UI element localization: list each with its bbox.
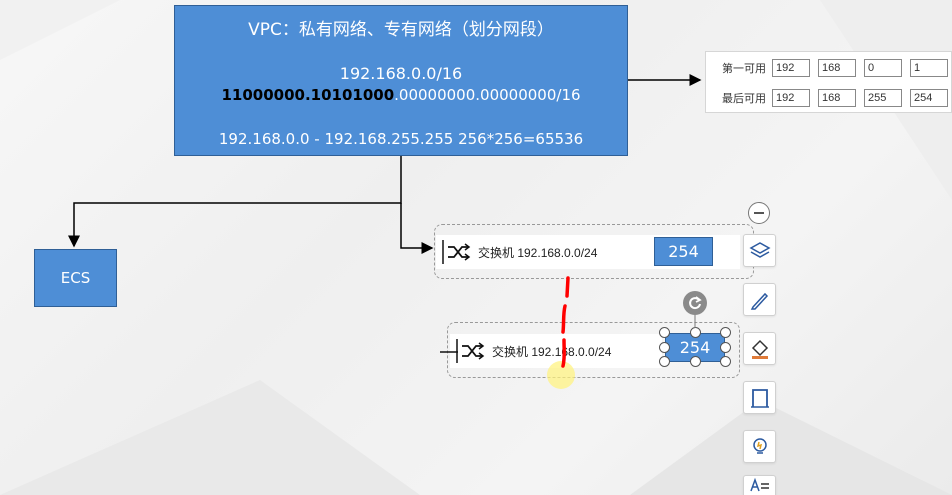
first-octet-1[interactable]: 192 [772,59,810,77]
ecs-shape[interactable]: ECS [34,249,117,307]
pen-button[interactable] [743,283,776,316]
switch-2-left-line [440,351,458,353]
fill-icon [751,339,768,359]
cursor-highlight [547,361,575,389]
pen-icon [750,292,768,310]
layers-button[interactable] [743,234,776,267]
rotate-connector [694,314,696,328]
resize-handle-e[interactable] [720,342,731,353]
resize-handle-ne[interactable] [720,327,731,338]
vpc-binary-host: .00000000.00000000/16 [394,86,581,104]
text-format-icon [749,477,769,491]
vpc-shape[interactable]: VPC：私有网络、专有网络（划分网段） 192.168.0.0/16 11000… [174,5,628,156]
resize-handle-s[interactable] [690,356,701,367]
vpc-range: 192.168.0.0 - 192.168.255.255 256*256=65… [218,130,584,148]
hosts-count-2: 254 [679,338,711,357]
resize-handle-n[interactable] [690,327,701,338]
first-octet-3[interactable]: 0 [864,59,902,77]
red-pen-annotation [561,276,570,368]
last-usable-row: 最后可用 192 168 255 254 [706,88,952,108]
last-octet-1[interactable]: 192 [772,89,810,107]
vpc-title: VPC：私有网络、专有网络（划分网段） [248,20,554,40]
switch-icon [456,339,485,363]
vpc-cidr: 192.168.0.0/16 [339,64,463,83]
last-usable-label: 最后可用 [722,93,766,105]
first-usable-row: 第一可用 192 168 0 1 [706,58,952,78]
hosts-count-1: 254 [668,242,699,261]
frame-icon [750,388,769,408]
text-format-button[interactable] [743,475,776,495]
collapse-toolbar-button[interactable] [748,202,770,224]
first-usable-label: 第一可用 [722,63,766,75]
resize-handle-nw[interactable] [659,327,670,338]
switch-group-2[interactable] [447,322,740,378]
ecs-label: ECS [60,269,91,287]
first-octet-2[interactable]: 168 [818,59,856,77]
switch-icon [442,240,471,264]
resize-handle-se[interactable] [720,356,731,367]
frame-button[interactable] [743,381,776,414]
layers-icon [748,241,771,258]
last-octet-4[interactable]: 254 [910,89,948,107]
hosts-badge-1[interactable]: 254 [654,237,713,266]
vpc-binary-network: 11000000.10101000 [221,86,395,104]
vpc-binary: 11000000.10101000.00000000.00000000/16 [175,86,627,104]
bulb-button[interactable] [743,430,776,463]
minus-icon [754,212,764,214]
switch-label-1: 交换机 192.168.0.0/24 [478,245,598,260]
rotate-handle[interactable] [683,291,707,315]
fill-button[interactable] [743,332,776,365]
first-octet-4[interactable]: 1 [910,59,948,77]
last-octet-2[interactable]: 168 [818,89,856,107]
ip-range-panel[interactable]: 第一可用 192 168 0 1 最后可用 192 168 255 254 [705,51,952,113]
resize-handle-sw[interactable] [659,356,670,367]
switch-label-2: 交换机 192.168.0.0/24 [492,344,612,359]
bulb-icon [752,437,767,454]
resize-handle-w[interactable] [659,342,670,353]
last-octet-3[interactable]: 255 [864,89,902,107]
rotate-icon [689,296,702,310]
